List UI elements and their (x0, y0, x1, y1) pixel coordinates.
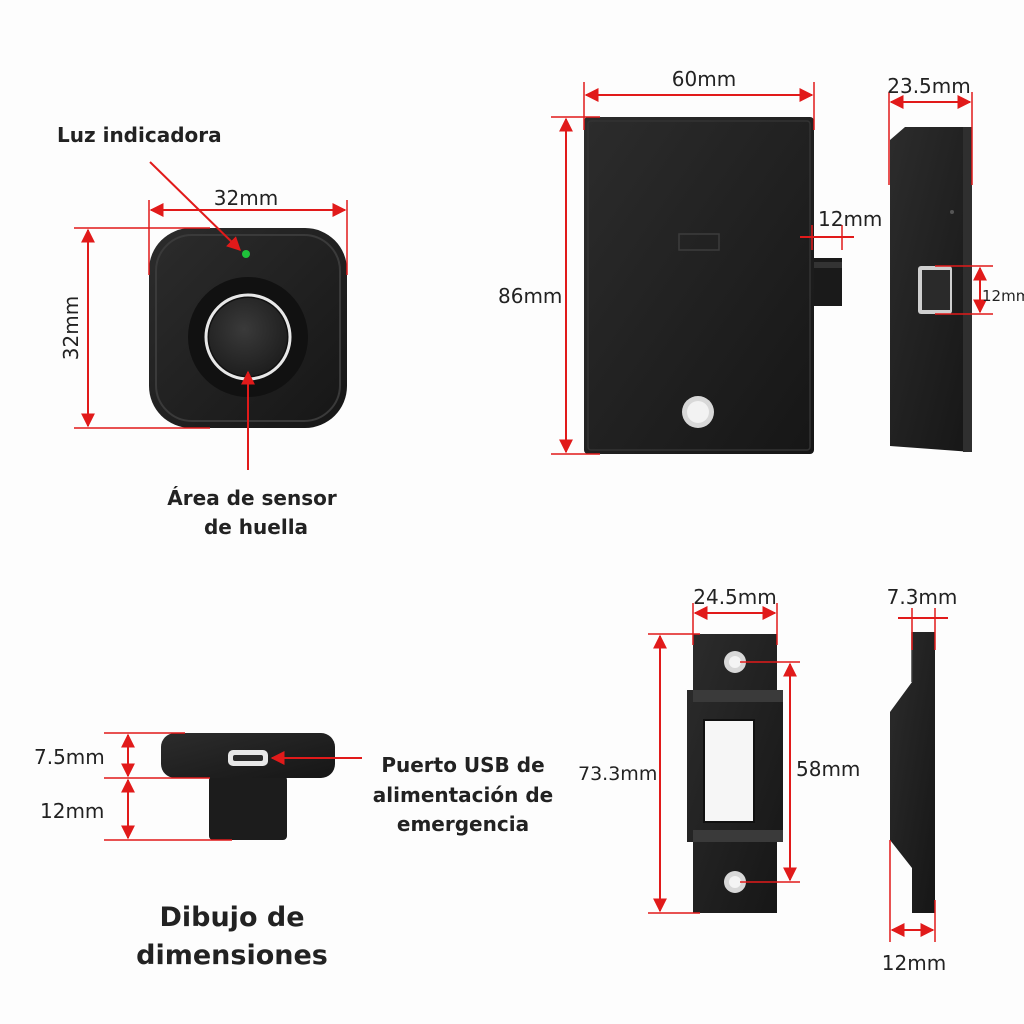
caption-line1: Dibujo de (159, 902, 304, 933)
strike-plate-side-view (890, 632, 935, 913)
sensor-width-label: 32mm (214, 186, 278, 210)
strike-plate-width-dimension: 24.5mm (692, 585, 778, 645)
strike-plate-depth-label: 12mm (882, 951, 946, 975)
fingerprint-sensor-pad (209, 298, 287, 376)
indicator-led-icon (242, 250, 250, 258)
usb-label-line1: Puerto USB de (381, 753, 544, 777)
sensor-side-thickness-dimension: 7.5mm (34, 732, 210, 779)
sensor-stem (209, 776, 287, 840)
lock-body-side-view (890, 127, 972, 452)
sensor-area-label-line1: Área de sensor (167, 486, 337, 510)
lock-side-depth-label: 23.5mm (887, 74, 971, 98)
sensor-width-dimension: 32mm (148, 186, 348, 275)
strike-plate-width-label: 24.5mm (693, 585, 777, 609)
sensor-area-label-line2: de huella (204, 515, 308, 539)
usb-callout: Puerto USB de alimentación de emergencia (270, 751, 553, 836)
fingerprint-sensor-front-view (149, 228, 347, 428)
lock-side-bolt-label: 12mm (982, 287, 1024, 305)
strike-plate-hole-spacing-label: 58mm (796, 757, 860, 781)
sensor-height-dimension: 32mm (59, 227, 210, 429)
sensor-area-callout: Área de sensor de huella (167, 370, 337, 539)
strike-plate-depth-dimension: 12mm (882, 840, 946, 975)
lock-body (584, 117, 814, 454)
indicator-callout: Luz indicadora (57, 123, 242, 251)
usb-label-line3: emergencia (397, 812, 529, 836)
lock-body-height-label: 86mm (498, 284, 562, 308)
lock-body-height-dimension: 86mm (498, 116, 600, 455)
strike-plate-front-view (687, 634, 783, 913)
strike-plate-height-label: 73.3mm (578, 763, 657, 785)
strike-plate-thickness-label: 7.3mm (887, 585, 958, 609)
drawing-caption: Dibujo de dimensiones (136, 902, 328, 971)
lock-side-bolt-dimension: 12mm (935, 265, 1024, 315)
lock-body-width-dimension: 60mm (583, 67, 815, 130)
lock-body-width-label: 60mm (672, 67, 736, 91)
lock-bolt-dimension: 12mm (800, 207, 882, 250)
strike-plate-thickness-dimension: 7.3mm (887, 585, 958, 650)
indicator-label: Luz indicadora (57, 123, 222, 147)
strike-plate-side-body (890, 632, 935, 913)
strike-plate-height-dimension: 73.3mm (578, 633, 700, 914)
lock-side-depth-dimension: 23.5mm (887, 74, 973, 185)
sensor-side-stem-dimension: 12mm (40, 778, 232, 841)
strike-plate-opening (704, 720, 754, 822)
sensor-height-label: 32mm (59, 296, 83, 360)
sensor-side-thickness-label: 7.5mm (34, 745, 105, 769)
lock-body-front-view (584, 117, 842, 454)
sensor-side-view (161, 733, 335, 840)
lock-body-slot (678, 233, 720, 251)
strike-plate-hole-spacing-dimension: 58mm (740, 661, 860, 883)
sensor-side-stem-label: 12mm (40, 799, 104, 823)
caption-line2: dimensiones (136, 940, 328, 971)
lock-bolt-label: 12mm (818, 207, 882, 231)
usb-label-line2: alimentación de (373, 783, 553, 807)
